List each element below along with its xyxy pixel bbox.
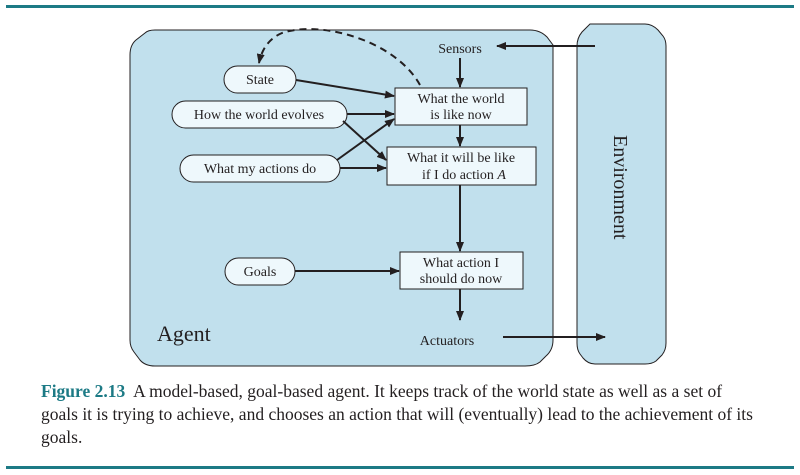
figure-caption: Figure 2.13 A model-based, goal-based ag… <box>41 380 761 449</box>
world-evolves-node: How the world evolves <box>171 100 348 129</box>
state-node: State <box>223 65 297 94</box>
will-be-like-box: What it will be like if I do action A <box>386 146 537 186</box>
world-now-box: What the world is like now <box>394 87 528 126</box>
agent-diagram: Agent Environment Sensors Actuators Stat… <box>129 23 667 367</box>
svg-text:What action I: What action I <box>423 256 500 271</box>
caption-text: A model-based, goal-based agent. It keep… <box>41 381 753 447</box>
svg-text:What my actions do: What my actions do <box>204 162 316 177</box>
svg-text:What the world: What the world <box>417 92 504 107</box>
svg-text:is like now: is like now <box>430 108 492 123</box>
svg-text:should do now: should do now <box>420 272 503 287</box>
actuators-label: Actuators <box>420 334 474 349</box>
svg-text:Goals: Goals <box>244 265 277 280</box>
svg-text:What it will be like: What it will be like <box>407 151 515 166</box>
svg-text:State: State <box>246 73 274 88</box>
world-to-state-dashed-arrow <box>256 28 421 86</box>
agent-panel <box>129 29 554 367</box>
bottom-rule <box>6 466 794 469</box>
actions-do-node: What my actions do <box>179 154 341 183</box>
environment-label: Environment <box>609 135 631 240</box>
state-to-world-arrow <box>295 79 395 99</box>
action-now-box: What action I should do now <box>399 251 524 290</box>
environment-panel <box>576 23 667 365</box>
figure-label: Figure 2.13 <box>41 381 126 401</box>
top-rule <box>6 5 794 8</box>
svg-text:if I do action A: if I do action A <box>422 168 506 183</box>
svg-text:How the world evolves: How the world evolves <box>194 108 324 123</box>
agent-label: Agent <box>157 321 211 346</box>
sensors-label: Sensors <box>438 42 482 57</box>
goals-node: Goals <box>224 257 296 286</box>
actions-to-world-arrow <box>336 118 395 161</box>
